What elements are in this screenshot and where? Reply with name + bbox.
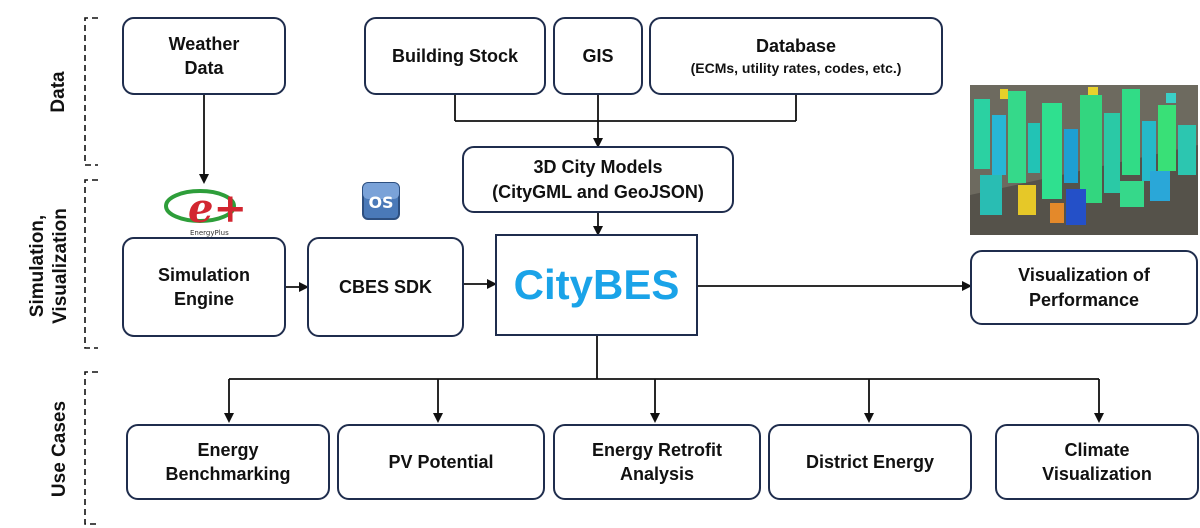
openstudio-logo-icon: OS <box>360 180 402 222</box>
bracket-use-cases <box>84 371 98 525</box>
use-case-district-energy: District Energy <box>768 424 972 500</box>
energyplus-letter: e+ <box>188 185 247 232</box>
use-case-pv-potential: PV Potential <box>337 424 545 500</box>
section-label-use-cases: Use Cases <box>49 400 70 498</box>
bracket-data <box>84 17 98 166</box>
city-models-box: 3D City Models(CityGML and GeoJSON) <box>462 146 734 213</box>
city-3d-image <box>970 85 1198 235</box>
citybes-box: CityBES <box>495 234 698 336</box>
gis-box: GIS <box>553 17 643 95</box>
database-box: Database(ECMs, utility rates, codes, etc… <box>649 17 943 95</box>
section-label-simulation: Simulation,Visualization <box>27 208 71 324</box>
energyplus-logo-icon: e+ EnergyPlus <box>160 184 248 238</box>
section-label-data: Data <box>48 71 69 113</box>
energyplus-caption: EnergyPlus <box>190 229 229 237</box>
building-stock-box: Building Stock <box>364 17 546 95</box>
section-brackets <box>84 17 98 525</box>
cbes-sdk-box: CBES SDK <box>307 237 464 337</box>
svg-text:OS: OS <box>368 193 393 212</box>
bracket-simulation <box>84 179 98 349</box>
city-buildings <box>974 87 1196 225</box>
